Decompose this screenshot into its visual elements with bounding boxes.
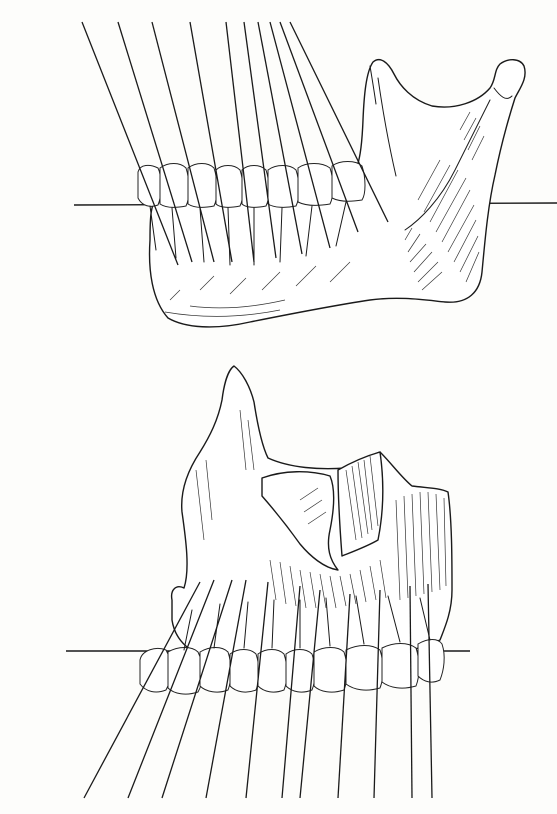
mandible-ray <box>82 22 178 265</box>
maxilla-ray <box>128 580 214 798</box>
maxilla-pterygoid-plate <box>338 452 383 556</box>
maxilla-panel <box>66 366 470 798</box>
mandible-panel <box>74 22 557 327</box>
